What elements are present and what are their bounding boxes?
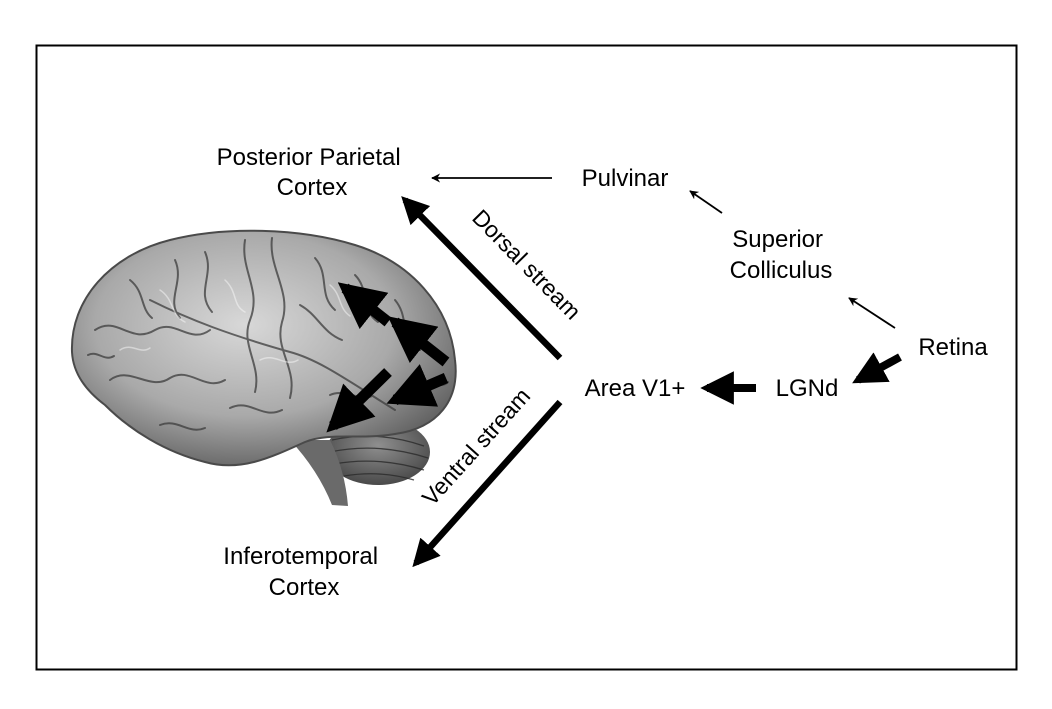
brain-arrow — [326, 368, 392, 433]
label-superior-colliculus-line2: Colliculus — [730, 257, 833, 284]
label-pulvinar: Pulvinar — [582, 165, 669, 192]
label-inferotemporal-line2: Cortex — [269, 574, 340, 601]
brain-arrow — [387, 316, 450, 367]
arrow-dorsal-stream — [401, 196, 563, 361]
arrow-colliculus-to-pulvinar — [689, 190, 723, 214]
label-posterior-parietal-cortex: Posterior Parietal Cortex — [217, 144, 408, 201]
label-retina: Retina — [918, 334, 988, 361]
label-area-v1: Area V1+ — [585, 375, 686, 402]
arrow-retina-to-lgnd — [852, 352, 902, 384]
brainstem-shape — [290, 440, 348, 506]
label-posterior-parietal-line2: Cortex — [277, 174, 348, 201]
arrow-retina-to-colliculus — [848, 297, 896, 329]
brain-arrow — [386, 364, 449, 407]
label-superior-colliculus: Superior Colliculus — [730, 226, 833, 284]
label-lgnd: LGNd — [776, 375, 839, 402]
brain-arrows — [326, 282, 450, 433]
brain-arrow — [337, 282, 392, 330]
label-posterior-parietal-line1: Posterior Parietal — [217, 144, 401, 171]
label-superior-colliculus-line1: Superior — [732, 226, 823, 253]
label-inferotemporal-line1: Inferotemporal — [223, 543, 378, 570]
arrow-ventral-stream — [412, 399, 563, 568]
label-inferotemporal-cortex: Inferotemporal Cortex — [223, 543, 384, 601]
brain-illustration — [70, 229, 457, 506]
